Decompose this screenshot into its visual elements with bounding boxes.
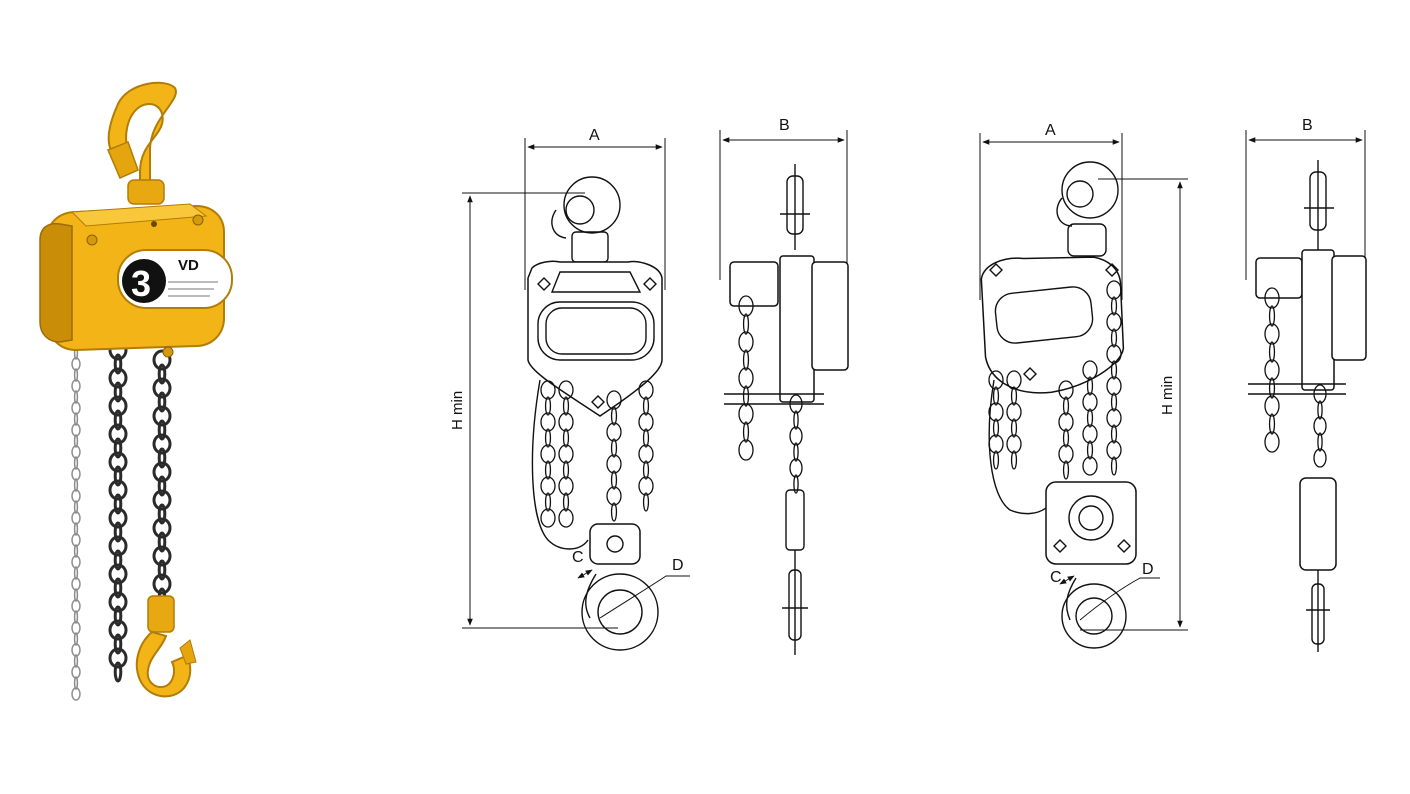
front-view-1-chains bbox=[540, 380, 654, 528]
load-chain-left bbox=[108, 339, 128, 683]
side-view-2: B bbox=[1245, 117, 1367, 652]
top-hook bbox=[107, 81, 177, 205]
dimension-d-label-2: D bbox=[1142, 561, 1154, 578]
dimension-a-label: A bbox=[589, 127, 600, 144]
front-view-2: A H min C D bbox=[979, 122, 1188, 649]
load-chain-right bbox=[152, 349, 172, 609]
capacity-mark: 3 bbox=[131, 263, 151, 304]
front-view-2-chains bbox=[988, 280, 1122, 480]
dimension-b-label: B bbox=[779, 117, 790, 134]
bottom-hook bbox=[135, 595, 197, 698]
dimension-d-label: D bbox=[672, 557, 684, 574]
front-view-1: A H min C D bbox=[449, 127, 690, 651]
dimension-hmin-label-2: H min bbox=[1159, 376, 1176, 415]
hand-chain bbox=[71, 313, 81, 701]
dimension-c-label-2: C bbox=[1050, 569, 1062, 586]
side-view-1: B bbox=[719, 117, 849, 655]
side-view-2-chains bbox=[1264, 287, 1327, 468]
dimension-hmin-label: H min bbox=[449, 391, 466, 430]
side-view-1-chains bbox=[738, 295, 803, 494]
chain-hoist-photo: 3 VD bbox=[39, 81, 233, 701]
dimension-b-label-2: B bbox=[1302, 117, 1313, 134]
dimension-c-label: C bbox=[572, 549, 584, 566]
dimension-a-label-2: A bbox=[1045, 122, 1056, 139]
hoist-nameplate: 3 VD bbox=[117, 249, 233, 309]
brand-mark: VD bbox=[178, 257, 199, 274]
